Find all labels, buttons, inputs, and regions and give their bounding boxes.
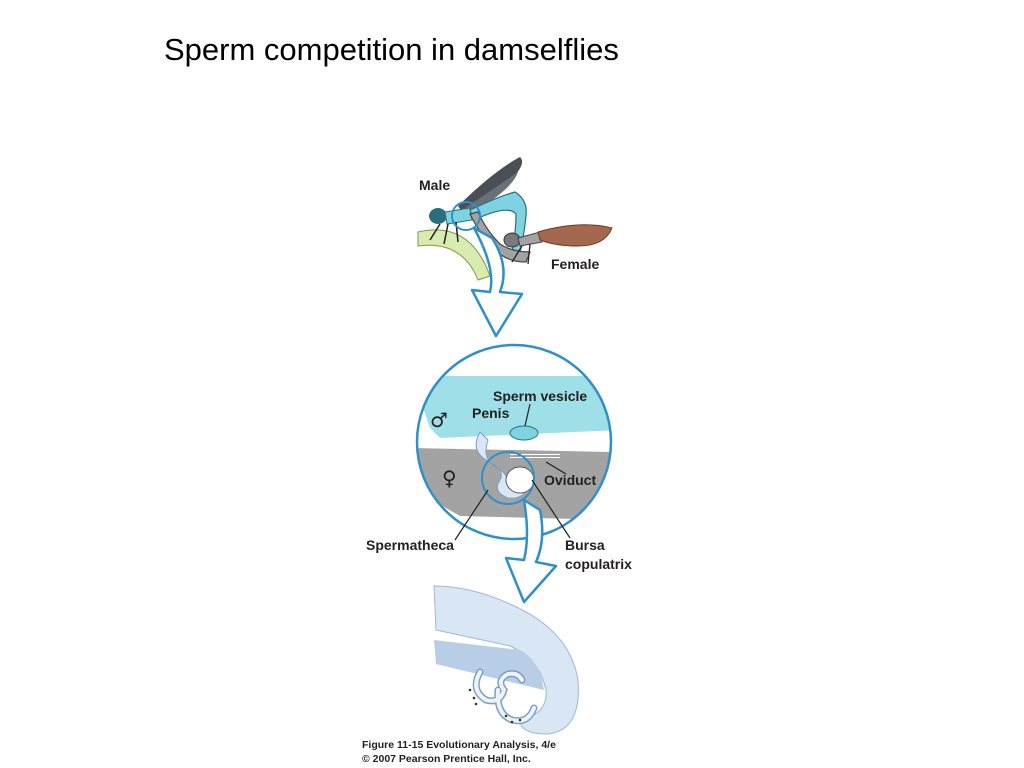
label-female: Female — [551, 256, 600, 272]
label-penis: Penis — [472, 405, 510, 421]
female-symbol: ♀ — [442, 466, 457, 490]
zoom-arrow-bottom — [504, 498, 558, 604]
bursa-highlight-circle — [481, 451, 535, 505]
closeup-border — [415, 343, 613, 541]
slide-title: Sperm competition in damselflies — [164, 32, 619, 67]
label-bursa: Bursa — [565, 537, 605, 553]
label-sperm-vesicle: Sperm vesicle — [493, 388, 588, 404]
plant-stem — [417, 229, 491, 281]
label-oviduct: Oviduct — [544, 472, 597, 488]
penis-detail — [433, 585, 579, 735]
genitalia-closeup — [417, 345, 611, 539]
male-symbol: ♂ — [430, 408, 448, 432]
label-spermatheca: Spermatheca — [366, 537, 454, 553]
figure-caption: Figure 11-15 Evolutionary Analysis, 4/e — [362, 739, 556, 751]
mating-junction-circle — [451, 201, 481, 231]
female-wing — [537, 224, 613, 247]
label-copulatrix: copulatrix — [565, 556, 632, 572]
label-male: Male — [419, 177, 451, 193]
copyright-line: © 2007 Pearson Prentice Hall, Inc. — [362, 753, 531, 765]
zoom-arrow-top — [470, 226, 524, 338]
male-wing — [458, 157, 523, 212]
